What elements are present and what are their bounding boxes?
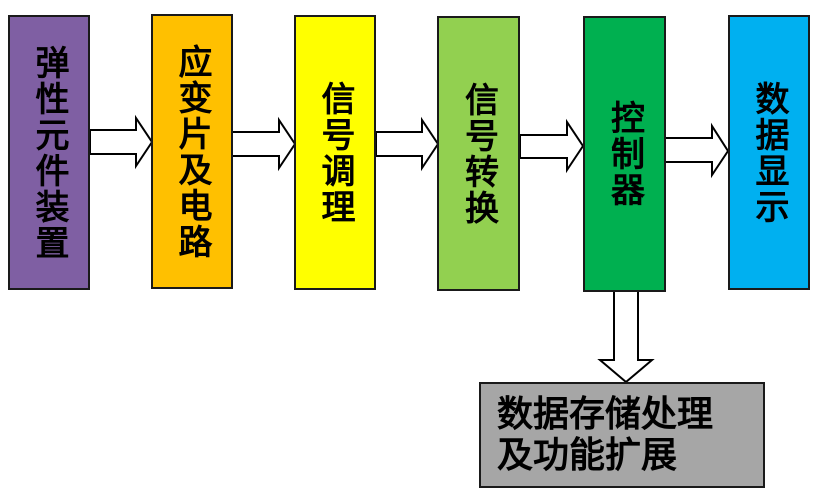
block-data-display-label: 数据显示	[749, 80, 789, 225]
block-controller-label: 控制器	[604, 100, 645, 208]
block-elastic-element-label: 弹性元件装置	[29, 44, 69, 261]
block-signal-conditioning-label: 信号调理	[315, 80, 355, 225]
block-data-storage-line1: 数据存储处理	[497, 393, 714, 435]
arrow-controller-to-storage	[597, 290, 655, 384]
arrow-strain-to-conditioning	[231, 116, 297, 172]
block-elastic-element: 弹性元件装置	[8, 15, 90, 290]
block-controller: 控制器	[583, 16, 666, 292]
arrow-conversion-to-controller	[519, 118, 585, 174]
block-signal-conversion: 信号转换	[437, 16, 520, 291]
block-data-storage-text: 数据存储处理 及功能扩展	[497, 394, 747, 477]
arrow-conditioning-to-conversion	[375, 116, 440, 172]
block-data-storage-line2: 及功能扩展	[497, 435, 678, 476]
arrow-elastic-to-strain	[89, 114, 154, 170]
block-strain-gauge-label: 应变片及电路	[172, 43, 212, 260]
block-data-display: 数据显示	[728, 15, 810, 290]
block-data-storage: 数据存储处理 及功能扩展	[479, 382, 765, 488]
arrow-controller-to-display	[664, 122, 730, 179]
block-signal-conversion-label: 信号转换	[458, 81, 499, 226]
block-signal-conditioning: 信号调理	[294, 15, 376, 290]
block-strain-gauge: 应变片及电路	[151, 14, 233, 289]
